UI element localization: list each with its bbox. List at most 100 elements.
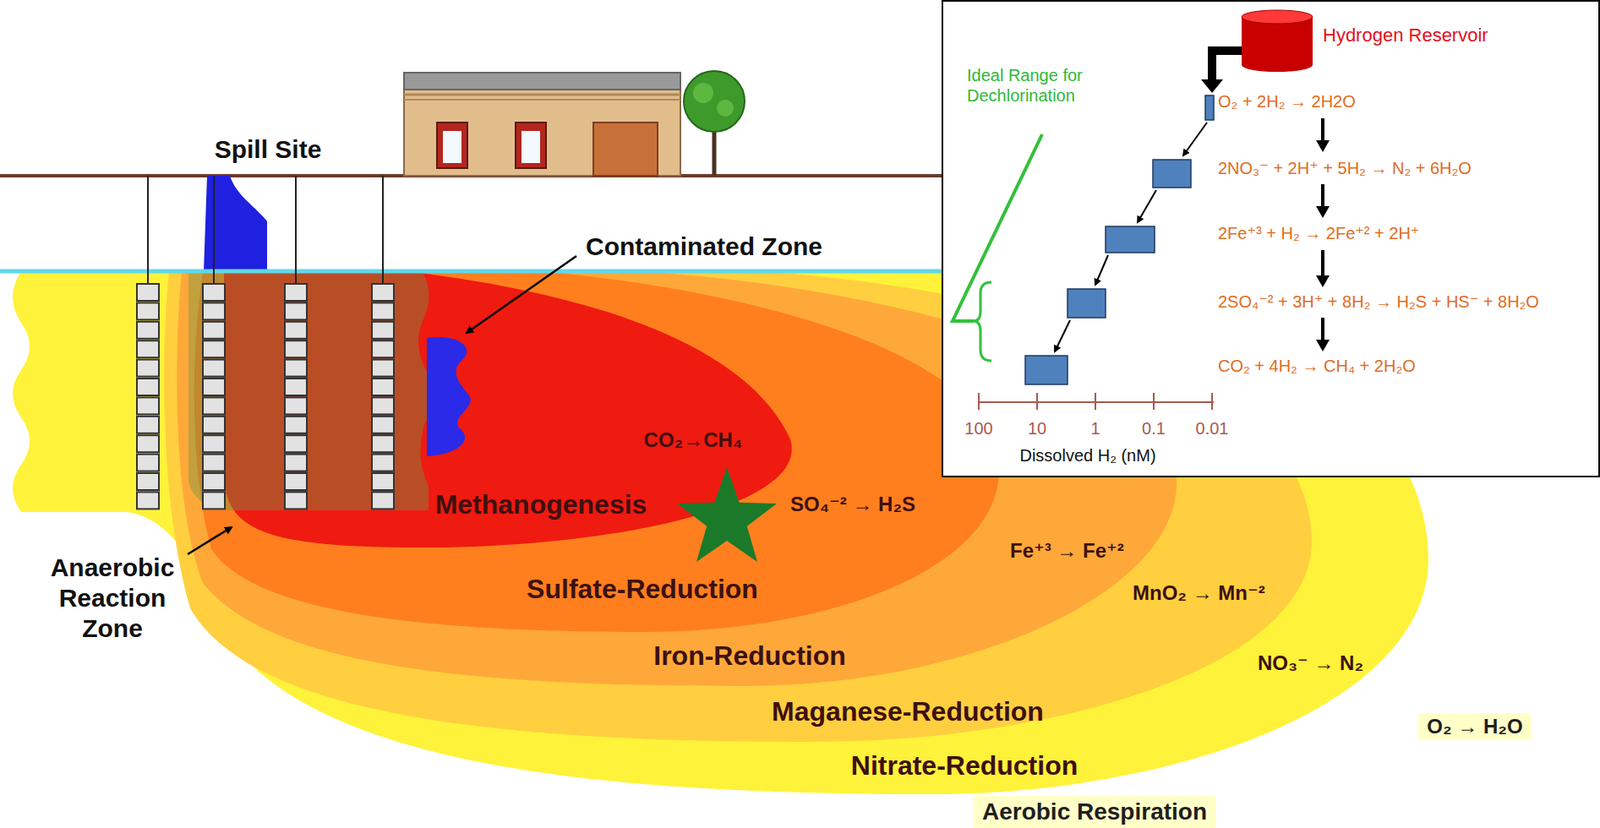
zone-shape xyxy=(194,271,1000,633)
feed-arrow xyxy=(1212,50,1242,82)
reaction-label: O₂ → H₂O xyxy=(1426,715,1523,740)
screen-slot xyxy=(202,473,225,491)
zone-label: Methanogenesis xyxy=(435,488,648,521)
reaction-equation: 2NO₃⁻ + 2H⁺ + 5H₂ → N₂ + 6H₂O xyxy=(1217,158,1472,179)
step-arrows xyxy=(1054,122,1207,352)
reservoir-label: Hydrogen Reservoir xyxy=(1322,24,1489,47)
screen-slot xyxy=(284,378,307,396)
anaerobic-zone xyxy=(188,271,433,511)
screen-slot xyxy=(136,302,159,320)
screen-slot xyxy=(284,322,307,339)
zone-shape xyxy=(223,271,792,548)
range-label: Ideal Range for Dechlorination xyxy=(966,65,1136,106)
zone-label: Aerobic Respiration xyxy=(982,797,1207,827)
site-label: Spill Site xyxy=(214,134,323,165)
screen-slot xyxy=(136,435,159,453)
screen-slot xyxy=(371,397,394,415)
screen-slot xyxy=(136,322,159,339)
ground-line xyxy=(0,174,942,178)
spill-plume xyxy=(203,175,268,272)
screen-slot xyxy=(371,378,394,396)
well-screens xyxy=(136,283,394,509)
zone-label: Sulfate-Reduction xyxy=(526,573,759,606)
screen-slot xyxy=(371,454,394,472)
screen-slot xyxy=(136,360,159,377)
h2-axis xyxy=(978,393,1214,410)
leader-line xyxy=(466,256,577,334)
screen-slot xyxy=(202,302,225,320)
leader-line xyxy=(187,527,232,555)
screen-slot xyxy=(202,491,225,509)
aerobic-patch: Aerobic Respiration xyxy=(973,796,1216,828)
screen-slot xyxy=(371,283,394,301)
callout-label: Contaminated Zone xyxy=(585,231,823,263)
reaction-equation: O₂ + 2H₂ → 2H2O xyxy=(1217,91,1356,112)
contaminated-zone xyxy=(426,337,471,457)
axis-title: Dissolved H₂ (nM) xyxy=(1019,445,1156,466)
screen-slot xyxy=(202,416,225,434)
feed-arrow-head xyxy=(1201,79,1224,93)
range-brace xyxy=(973,282,992,361)
screen-slot xyxy=(284,454,307,472)
screen-slot xyxy=(284,473,307,491)
tree xyxy=(683,70,745,176)
reaction-equation: 2SO₄⁻² + 3H⁺ + 8H₂ → H₂S + HS⁻ + 8H₂O xyxy=(1217,291,1540,312)
screen-slot xyxy=(136,454,159,472)
screen-slot xyxy=(284,302,307,320)
reaction-label: NO₃⁻ → N₂ xyxy=(1257,651,1364,677)
screen-slot xyxy=(136,397,159,415)
zone-label: Iron-Reduction xyxy=(653,639,847,672)
screen-slot xyxy=(136,378,159,396)
screen-slot xyxy=(284,360,307,377)
zone-label: Maganese-Reduction xyxy=(771,695,1044,728)
reaction-patch: O₂ → H₂O xyxy=(1418,713,1531,742)
screen-slot xyxy=(136,473,159,491)
screen-slot xyxy=(284,397,307,415)
screen-slot xyxy=(284,283,307,301)
screen-slot xyxy=(284,340,307,358)
screen-slot xyxy=(202,454,225,472)
screen-slot xyxy=(371,473,394,491)
screen-slot xyxy=(284,491,307,509)
range-pointer xyxy=(952,134,1043,322)
screen-slot xyxy=(202,322,225,339)
screen-slot xyxy=(371,360,394,377)
screen-slot xyxy=(136,416,159,434)
screen-slot xyxy=(136,283,159,301)
screen-slot xyxy=(371,302,394,320)
screen-slot xyxy=(202,340,225,358)
potential-bars xyxy=(1025,95,1214,385)
reaction-label: MnO₂ → Mn⁻² xyxy=(1132,581,1266,607)
screen-slot xyxy=(202,283,225,301)
screen-slot xyxy=(202,435,225,453)
reaction-equation: 2Fe⁺³ + H₂ → 2Fe⁺² + 2H⁺ xyxy=(1217,223,1420,244)
screen-slot xyxy=(202,378,225,396)
screen-slot xyxy=(136,491,159,509)
tick-label: 100 xyxy=(964,418,993,439)
screen-slot xyxy=(202,397,225,415)
hydrogen-cylinder xyxy=(1241,10,1313,72)
tick-label: 0.01 xyxy=(1195,418,1229,439)
water-table xyxy=(0,269,942,274)
zone-label: Nitrate-Reduction xyxy=(851,749,1078,782)
reaction-label: SO₄⁻² → H₂S xyxy=(790,492,916,518)
screen-slot xyxy=(371,322,394,339)
screen-slot xyxy=(371,340,394,358)
star-marker xyxy=(677,467,777,563)
building xyxy=(404,72,681,176)
screen-slot xyxy=(202,360,225,377)
reaction-equation: CO₂ + 4H₂ → CH₄ + 2H₂O xyxy=(1217,355,1416,377)
screen-slot xyxy=(284,416,307,434)
well-casings xyxy=(147,175,383,284)
callout-label: Anaerobic Reaction Zone xyxy=(27,552,197,645)
screen-slot xyxy=(284,435,307,453)
screen-slot xyxy=(136,340,159,358)
tick-label: 0.1 xyxy=(1141,418,1166,439)
reaction-label: CO₂→CH₄ xyxy=(644,428,743,454)
screen-slot xyxy=(371,491,394,509)
screen-slot xyxy=(371,416,394,434)
screen-slot xyxy=(371,435,394,453)
inset-panel: Hydrogen ReservoirIdeal Range for Dechlo… xyxy=(941,0,1600,478)
tick-label: 1 xyxy=(1090,418,1100,439)
